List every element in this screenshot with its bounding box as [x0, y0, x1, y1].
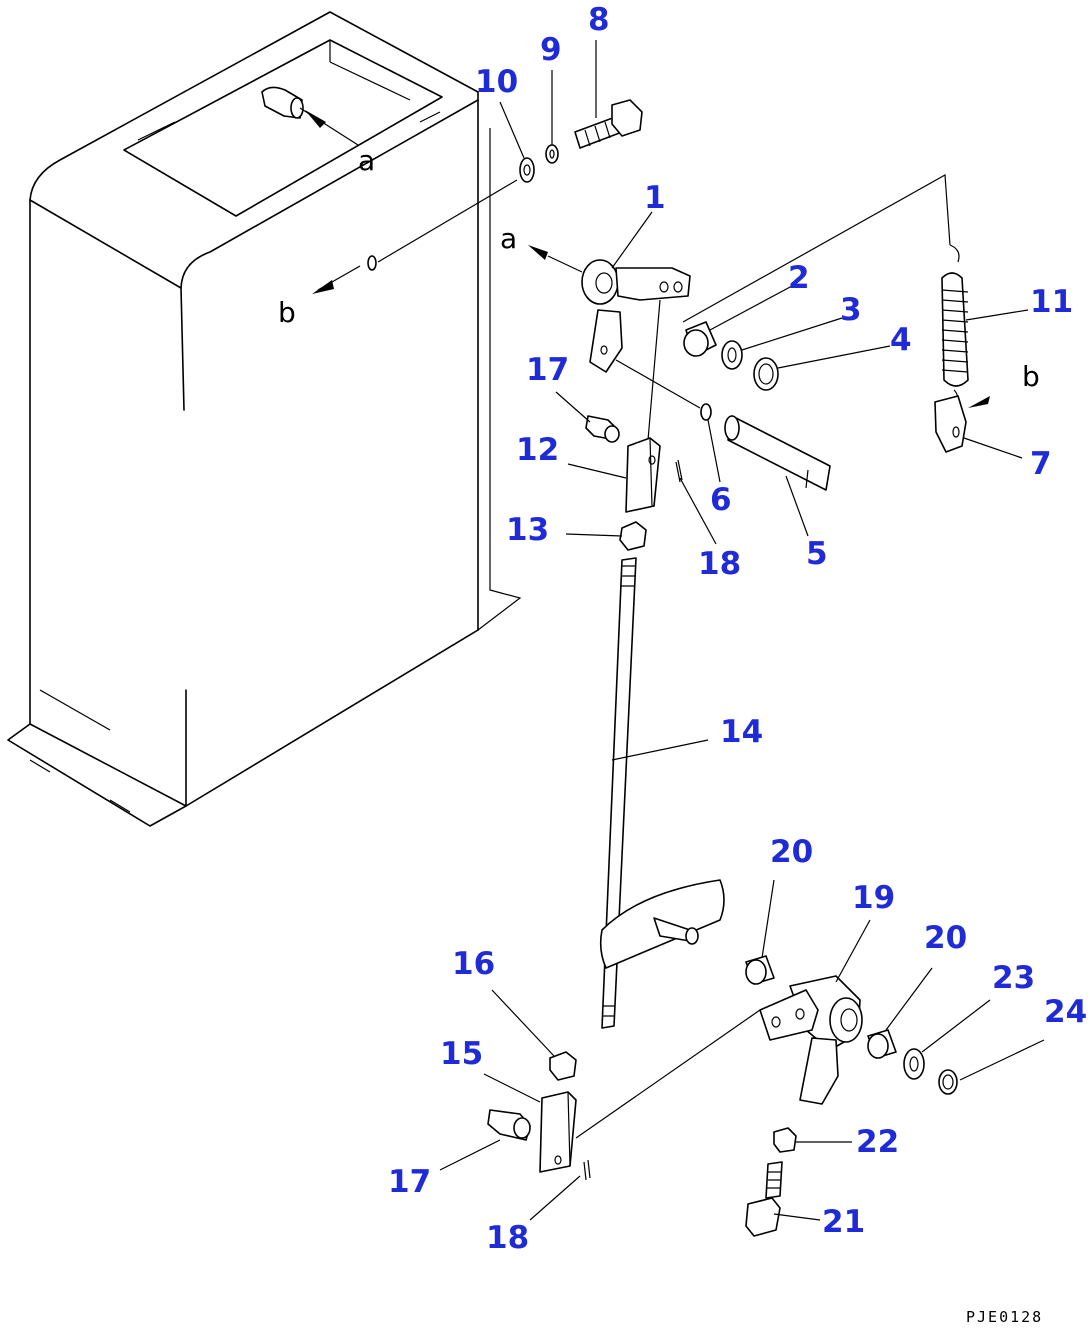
pin-17-upper: [585, 415, 620, 443]
callout-13: 13: [506, 512, 549, 548]
callout-2: 2: [788, 260, 810, 296]
housing: [7, 11, 522, 827]
drawing-code: PJE0128: [966, 1308, 1043, 1326]
callout-17-upper: 17: [526, 352, 569, 388]
yoke-15: [539, 1091, 577, 1173]
shaft-5: [724, 415, 831, 491]
rod-14: [601, 557, 637, 1029]
callout-20-upper: 20: [770, 834, 813, 870]
callout-10: 10: [475, 64, 518, 100]
callout-12: 12: [516, 432, 559, 468]
nut-22: [773, 1127, 797, 1153]
bushing-2: [683, 321, 717, 357]
callout-16: 16: [452, 946, 495, 982]
callout-1: 1: [644, 180, 666, 216]
callout-23: 23: [992, 960, 1035, 996]
callout-24: 24: [1044, 994, 1087, 1030]
arrow-a: [528, 245, 548, 260]
callout-21: 21: [822, 1204, 865, 1240]
bolt-21: [745, 1161, 783, 1237]
bolt-8: [574, 99, 643, 149]
spring-11: [941, 244, 969, 405]
link-line-1-12: [647, 299, 661, 441]
arrow-a-line: [547, 255, 583, 273]
callout-3: 3: [840, 292, 862, 328]
arrow-b-right: [968, 396, 990, 408]
lever-19: [759, 975, 863, 1105]
callout-20-lower: 20: [924, 920, 967, 956]
callout-5: 5: [806, 536, 828, 572]
callout-22: 22: [856, 1124, 899, 1160]
assembly-line-10: [377, 179, 518, 263]
callout-15: 15: [440, 1036, 483, 1072]
callout-4: 4: [890, 322, 912, 358]
arrow-b: [312, 280, 334, 294]
snap-ring-4: [753, 357, 779, 391]
bushing-20-left: [745, 955, 775, 985]
bushing-20-right: [867, 1029, 897, 1059]
nut-13: [619, 521, 647, 551]
callout-14: 14: [720, 714, 763, 750]
callout-9: 9: [540, 32, 562, 68]
snap-ring-24: [938, 1069, 958, 1095]
nut-16: [549, 1051, 577, 1081]
washer-10: [519, 157, 535, 183]
lever-1: [581, 259, 691, 373]
callout-19: 19: [852, 880, 895, 916]
callout-11: 11: [1030, 284, 1073, 320]
ref-a-lever: a: [500, 222, 517, 255]
callout-8: 8: [588, 2, 610, 38]
callout-18-upper: 18: [698, 546, 741, 582]
ref-b-bracket: b: [1022, 360, 1040, 393]
ref-a-housing: a: [358, 144, 375, 177]
ref-b-housing: b: [278, 296, 296, 329]
pin-6: [700, 403, 712, 421]
cotter-pin-18-upper: [675, 459, 683, 483]
housing-stud: [261, 86, 359, 146]
callout-18-lower: 18: [486, 1220, 529, 1256]
yoke-12: [625, 437, 661, 513]
housing-hole: [367, 255, 377, 271]
pin-17-lower: [487, 1109, 531, 1141]
callout-7: 7: [1030, 446, 1052, 482]
washer-9: [545, 144, 559, 164]
cam-plate: [599, 879, 725, 969]
washer-3: [721, 340, 743, 370]
link-line-15-19: [575, 1009, 761, 1139]
callout-6: 6: [710, 482, 732, 518]
washer-23: [903, 1048, 925, 1080]
cotter-pin-18-lower: [583, 1159, 591, 1181]
bracket-7: [934, 395, 967, 453]
callout-17-lower: 17: [388, 1164, 431, 1200]
leader-lines: [439, 40, 1045, 1221]
link-line-1-11: [682, 174, 951, 323]
link-line-1-6: [615, 359, 701, 409]
